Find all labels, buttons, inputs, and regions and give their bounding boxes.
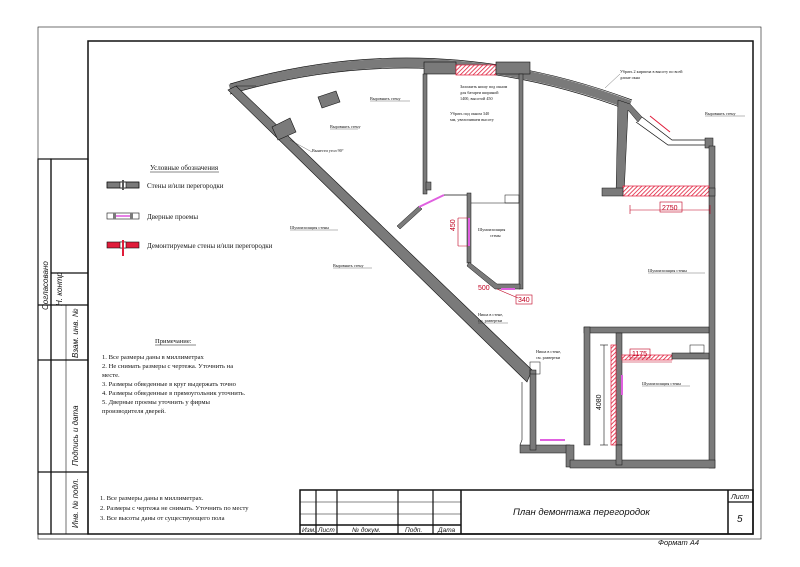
lower-room-top-wall [583, 326, 710, 334]
notes: Примечание: 1. Все размеры даны в миллим… [102, 338, 246, 415]
label-window-note-3: 1400, высотой 450 [460, 96, 493, 102]
dim-4080-text: 4080 [596, 394, 603, 410]
label-gypsum-1: Шумоизоляция стены [290, 225, 329, 230]
title-col-list: Лист [317, 527, 335, 534]
demolish-wall-4080 [610, 344, 617, 446]
title-block: Изм. Лист № докум. Подп. Дата План демон… [299, 489, 754, 547]
dim-340: 340 [515, 294, 533, 305]
legend-wall-sample [106, 180, 140, 190]
dim-500: 500 [478, 285, 519, 299]
label-align-wall-1: Выровнять стену [370, 96, 402, 101]
window-block-left [317, 90, 341, 109]
window-block-top [423, 61, 457, 75]
legend-demolish-sample [106, 240, 140, 256]
dim-450-text: 450 [450, 219, 457, 231]
label-align-wall-2: Выровнять стену [330, 124, 362, 129]
door-corridor [418, 194, 445, 208]
label-hall-note-b: стены [490, 233, 501, 238]
title-col-izm: Изм. [302, 527, 316, 534]
side-stamp: Согласовано Н. контр Взам. инв. № Подпис… [37, 158, 89, 535]
bottom-note-3: 3. Все высоты даны от существующего пола [100, 515, 225, 522]
label-window-note-2: для батареи шириной [460, 90, 499, 95]
label-niche-2a: Ниша в стене, [536, 349, 561, 355]
dim-340-text: 340 [518, 297, 530, 304]
stamp-norm-control: Н. контр [55, 272, 64, 306]
legend-title: Условные обозначения [150, 164, 219, 172]
legend-wall-label: Стены и/или перегородки [147, 182, 224, 190]
note-line-3: месте. [102, 372, 120, 379]
dim-500-text: 500 [478, 285, 490, 292]
dim-2750-text: 2750 [662, 205, 678, 212]
bottom-note-2: 2. Размеры с чертежа не снимать. Уточнит… [100, 505, 249, 512]
label-align-wall-4: Выровнять стену [333, 263, 365, 268]
title-col-doc: № докум. [352, 526, 381, 534]
demolish-wall-2750 [622, 185, 710, 197]
label-niche-1a: Ниша в стене, [478, 312, 503, 318]
floor-plan: 2750 450 500 340 1175 4080 В [227, 57, 745, 469]
notes-title: Примечание: [155, 338, 192, 345]
demolish-top-window [455, 64, 497, 76]
dim-4080: 4080 [596, 344, 608, 446]
corner-pillar [271, 117, 297, 141]
sheet-number: 5 [737, 514, 743, 525]
stamp-replace-inv: Взам. инв. № [71, 308, 80, 358]
dim-2750: 2750 [629, 201, 711, 214]
legend: Условные обозначения Стены и/или перегор… [106, 164, 273, 256]
note-line-4: 3. Размеры обведенные в круг выдержать т… [102, 381, 237, 388]
partition-wall-a [422, 73, 428, 195]
stamp-inv-number: Инв. № подл. [71, 478, 80, 528]
note-line-6: 5. Дверные проемы уточнить у фирмы [102, 399, 211, 406]
note-line-2: 2. Не снимать размеры с чертежа. Уточнит… [102, 363, 233, 370]
label-gypsum-2: Шумоизоляция стены [648, 268, 687, 273]
partition-wall-b [518, 73, 524, 290]
stamp-signature-date: Подпись и дата [71, 405, 80, 466]
bottom-note-1: 1. Все размеры даны в миллиметрах. [100, 495, 204, 502]
plan-annotations: Выровнять стену Выровнять стену Вынести … [289, 69, 745, 387]
drawing-title: План демонтажа перегородок [513, 507, 650, 518]
dim-450: 450 [450, 217, 468, 247]
dim-1175-text: 1175 [632, 351, 647, 358]
label-window-note-1: Заложить нишу под окном [460, 84, 508, 89]
label-window-note-5: мм, увеличиваем высоту [450, 117, 495, 123]
label-window-note-4: Убрать под окном 340 [450, 111, 489, 116]
label-niche-1b: см. развертки [478, 318, 503, 323]
legend-demolish-label: Демонтируемые стены и/или перегородки [147, 242, 273, 250]
bottom-wall [519, 444, 571, 454]
stamp-agreed: Согласовано [41, 261, 50, 310]
note-line-1: 1. Все размеры даны в миллиметрах [102, 354, 205, 361]
dim-1175: 1175 [622, 348, 672, 363]
legend-door-sample [106, 212, 140, 220]
title-col-date: Дата [437, 527, 456, 534]
label-align-wall-3: Выровнять стену [705, 111, 737, 116]
label-brick-note-1: Убрать 2 кирпича в высоту по всей [620, 69, 683, 74]
title-col-sign: Подп. [405, 526, 422, 534]
note-line-5: 4. Размеры обведенные в прямоугольник ут… [102, 390, 246, 397]
label-hall-note-a: Шумоизоляция [478, 227, 505, 232]
label-brick-note-2: длине окна [620, 75, 640, 80]
legend-door-label: Дверные проемы [147, 213, 198, 221]
note-line-7: производителя дверей. [102, 408, 166, 415]
format-label: Формат А4 [658, 538, 699, 547]
sheet-label: Лист [730, 494, 749, 501]
bottom-notes: 1. Все размеры даны в миллиметрах. 2. Ра… [100, 495, 249, 522]
label-remove-corner: Вынести угол 90° [312, 148, 344, 153]
label-gypsum-3: Шумоизоляция стены [642, 381, 681, 386]
label-niche-2b: см. развертки [536, 355, 561, 360]
bay-wall [615, 99, 643, 196]
